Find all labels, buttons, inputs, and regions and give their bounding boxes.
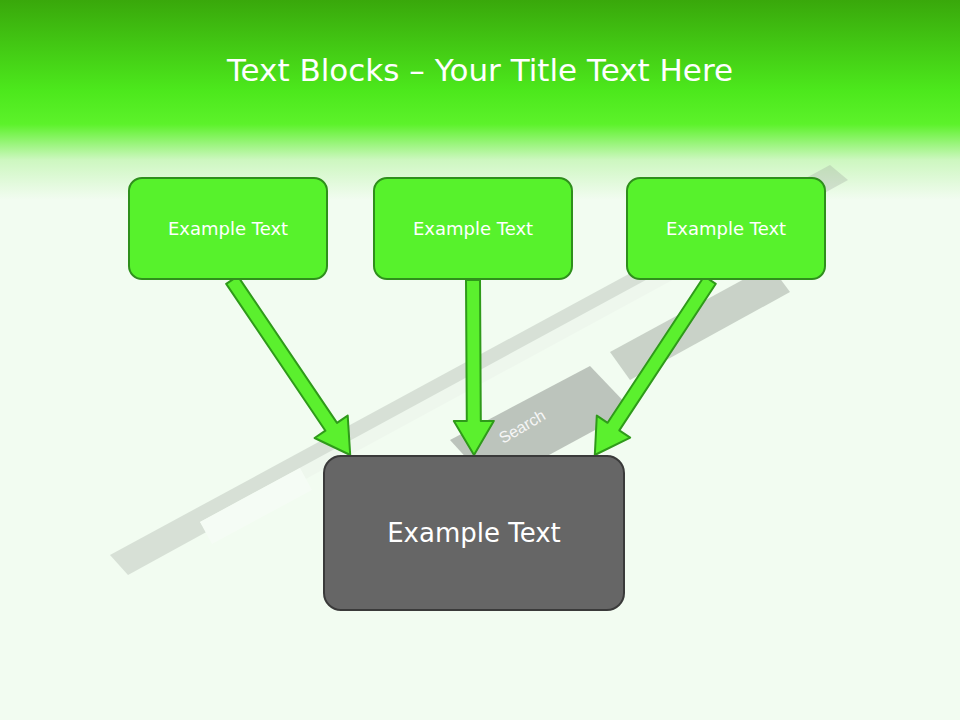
result-box: Example Text bbox=[323, 455, 625, 611]
text-block: Example Text bbox=[373, 177, 573, 280]
text-block: Example Text bbox=[626, 177, 826, 280]
block-arrow bbox=[454, 280, 494, 455]
button-label: Search bbox=[496, 407, 549, 448]
box-text: Example Text bbox=[168, 218, 288, 239]
block-arrow bbox=[595, 276, 716, 455]
slide-title: Text Blocks – Your Title Text Here bbox=[0, 52, 960, 88]
text-block: Example Text bbox=[128, 177, 328, 280]
box-text: Example Text bbox=[387, 518, 561, 548]
box-text: Example Text bbox=[666, 218, 786, 239]
header-band bbox=[0, 0, 960, 200]
block-arrow bbox=[226, 276, 350, 455]
box-text: Example Text bbox=[413, 218, 533, 239]
search-field-end bbox=[200, 468, 312, 544]
